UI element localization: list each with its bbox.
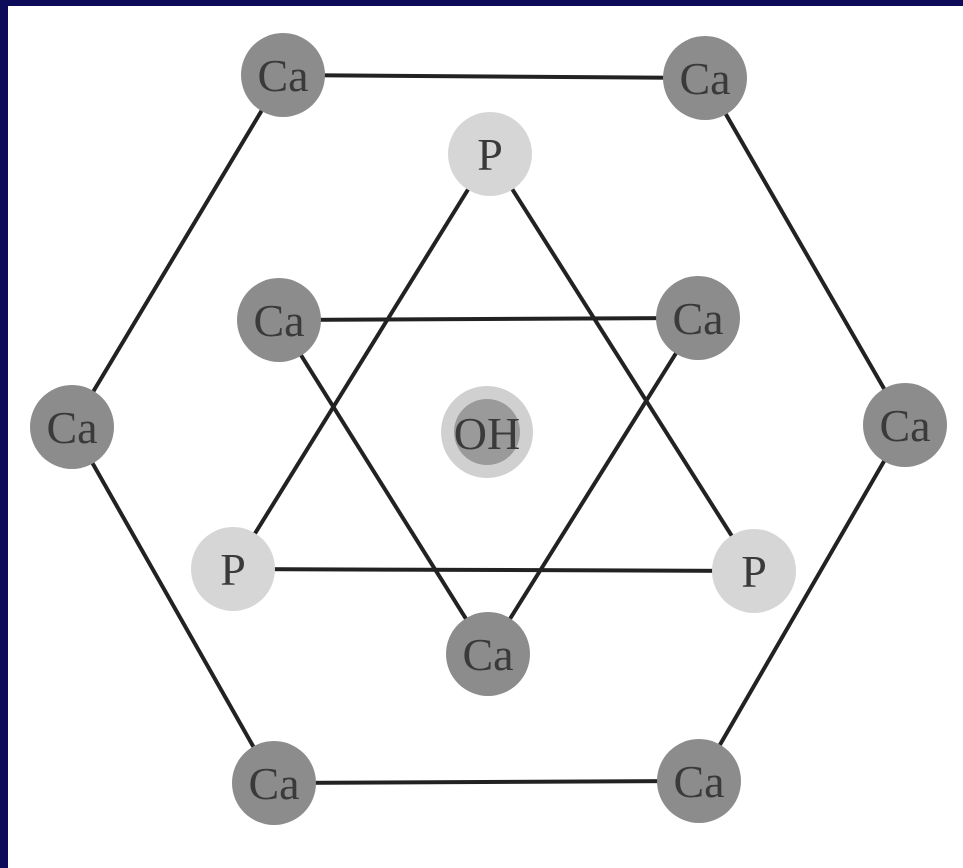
atom-label: P xyxy=(477,129,503,180)
atom-oh-center: OH xyxy=(441,386,533,478)
atom-label: Ca xyxy=(462,629,513,680)
bond-p-triangle-bottom xyxy=(232,567,755,573)
bond-p-triangle-left xyxy=(231,152,492,571)
bond-outer-bottom-right xyxy=(697,423,907,783)
atom-ca-outer-bottom-left: Ca xyxy=(232,741,316,825)
atom-ca-outer-top-right: Ca xyxy=(663,36,747,120)
bond-outer-top xyxy=(282,73,706,80)
atom-label: P xyxy=(741,546,767,597)
bond-outer-top-right xyxy=(703,77,907,426)
atom-p-left: P xyxy=(191,527,275,611)
atom-label: Ca xyxy=(257,50,308,101)
atom-label: Ca xyxy=(46,402,97,453)
atom-ca-outer-top-left: Ca xyxy=(241,33,325,117)
bond-outer-top-left xyxy=(70,73,285,429)
bond-outer-bottom xyxy=(273,779,700,785)
atom-label: P xyxy=(220,544,246,595)
atom-ca-inner-bottom: Ca xyxy=(446,612,530,696)
calcium-triangle xyxy=(277,316,700,656)
bond-ca-triangle-left xyxy=(277,318,490,656)
outer-hexagon xyxy=(70,73,907,785)
bond-ca-triangle-top xyxy=(278,316,699,322)
atom-ca-inner-top-right: Ca xyxy=(656,276,740,360)
crystal-structure-svg: Ca Ca Ca Ca Ca Ca Ca Ca xyxy=(30,33,947,825)
atom-label: Ca xyxy=(679,53,730,104)
atom-label: Ca xyxy=(672,293,723,344)
atom-p-top: P xyxy=(448,112,532,196)
atom-ca-outer-left: Ca xyxy=(30,385,114,469)
atom-ca-outer-bottom-right: Ca xyxy=(657,739,741,823)
hydroxyapatite-diagram: Ca Ca Ca Ca Ca Ca Ca Ca xyxy=(8,6,963,868)
atom-label: Ca xyxy=(673,756,724,807)
bond-outer-bottom-left xyxy=(70,426,276,784)
atom-ca-inner-top-left: Ca xyxy=(237,278,321,362)
bond-p-triangle-right xyxy=(488,152,756,573)
atom-label: Ca xyxy=(253,295,304,346)
atom-p-right: P xyxy=(712,529,796,613)
atom-label: Ca xyxy=(879,400,930,451)
atom-label: OH xyxy=(454,408,520,459)
phosphorus-triangle xyxy=(231,152,756,573)
bond-ca-triangle-right xyxy=(486,316,700,656)
atom-ca-outer-right: Ca xyxy=(863,383,947,467)
atom-label: Ca xyxy=(248,758,299,809)
